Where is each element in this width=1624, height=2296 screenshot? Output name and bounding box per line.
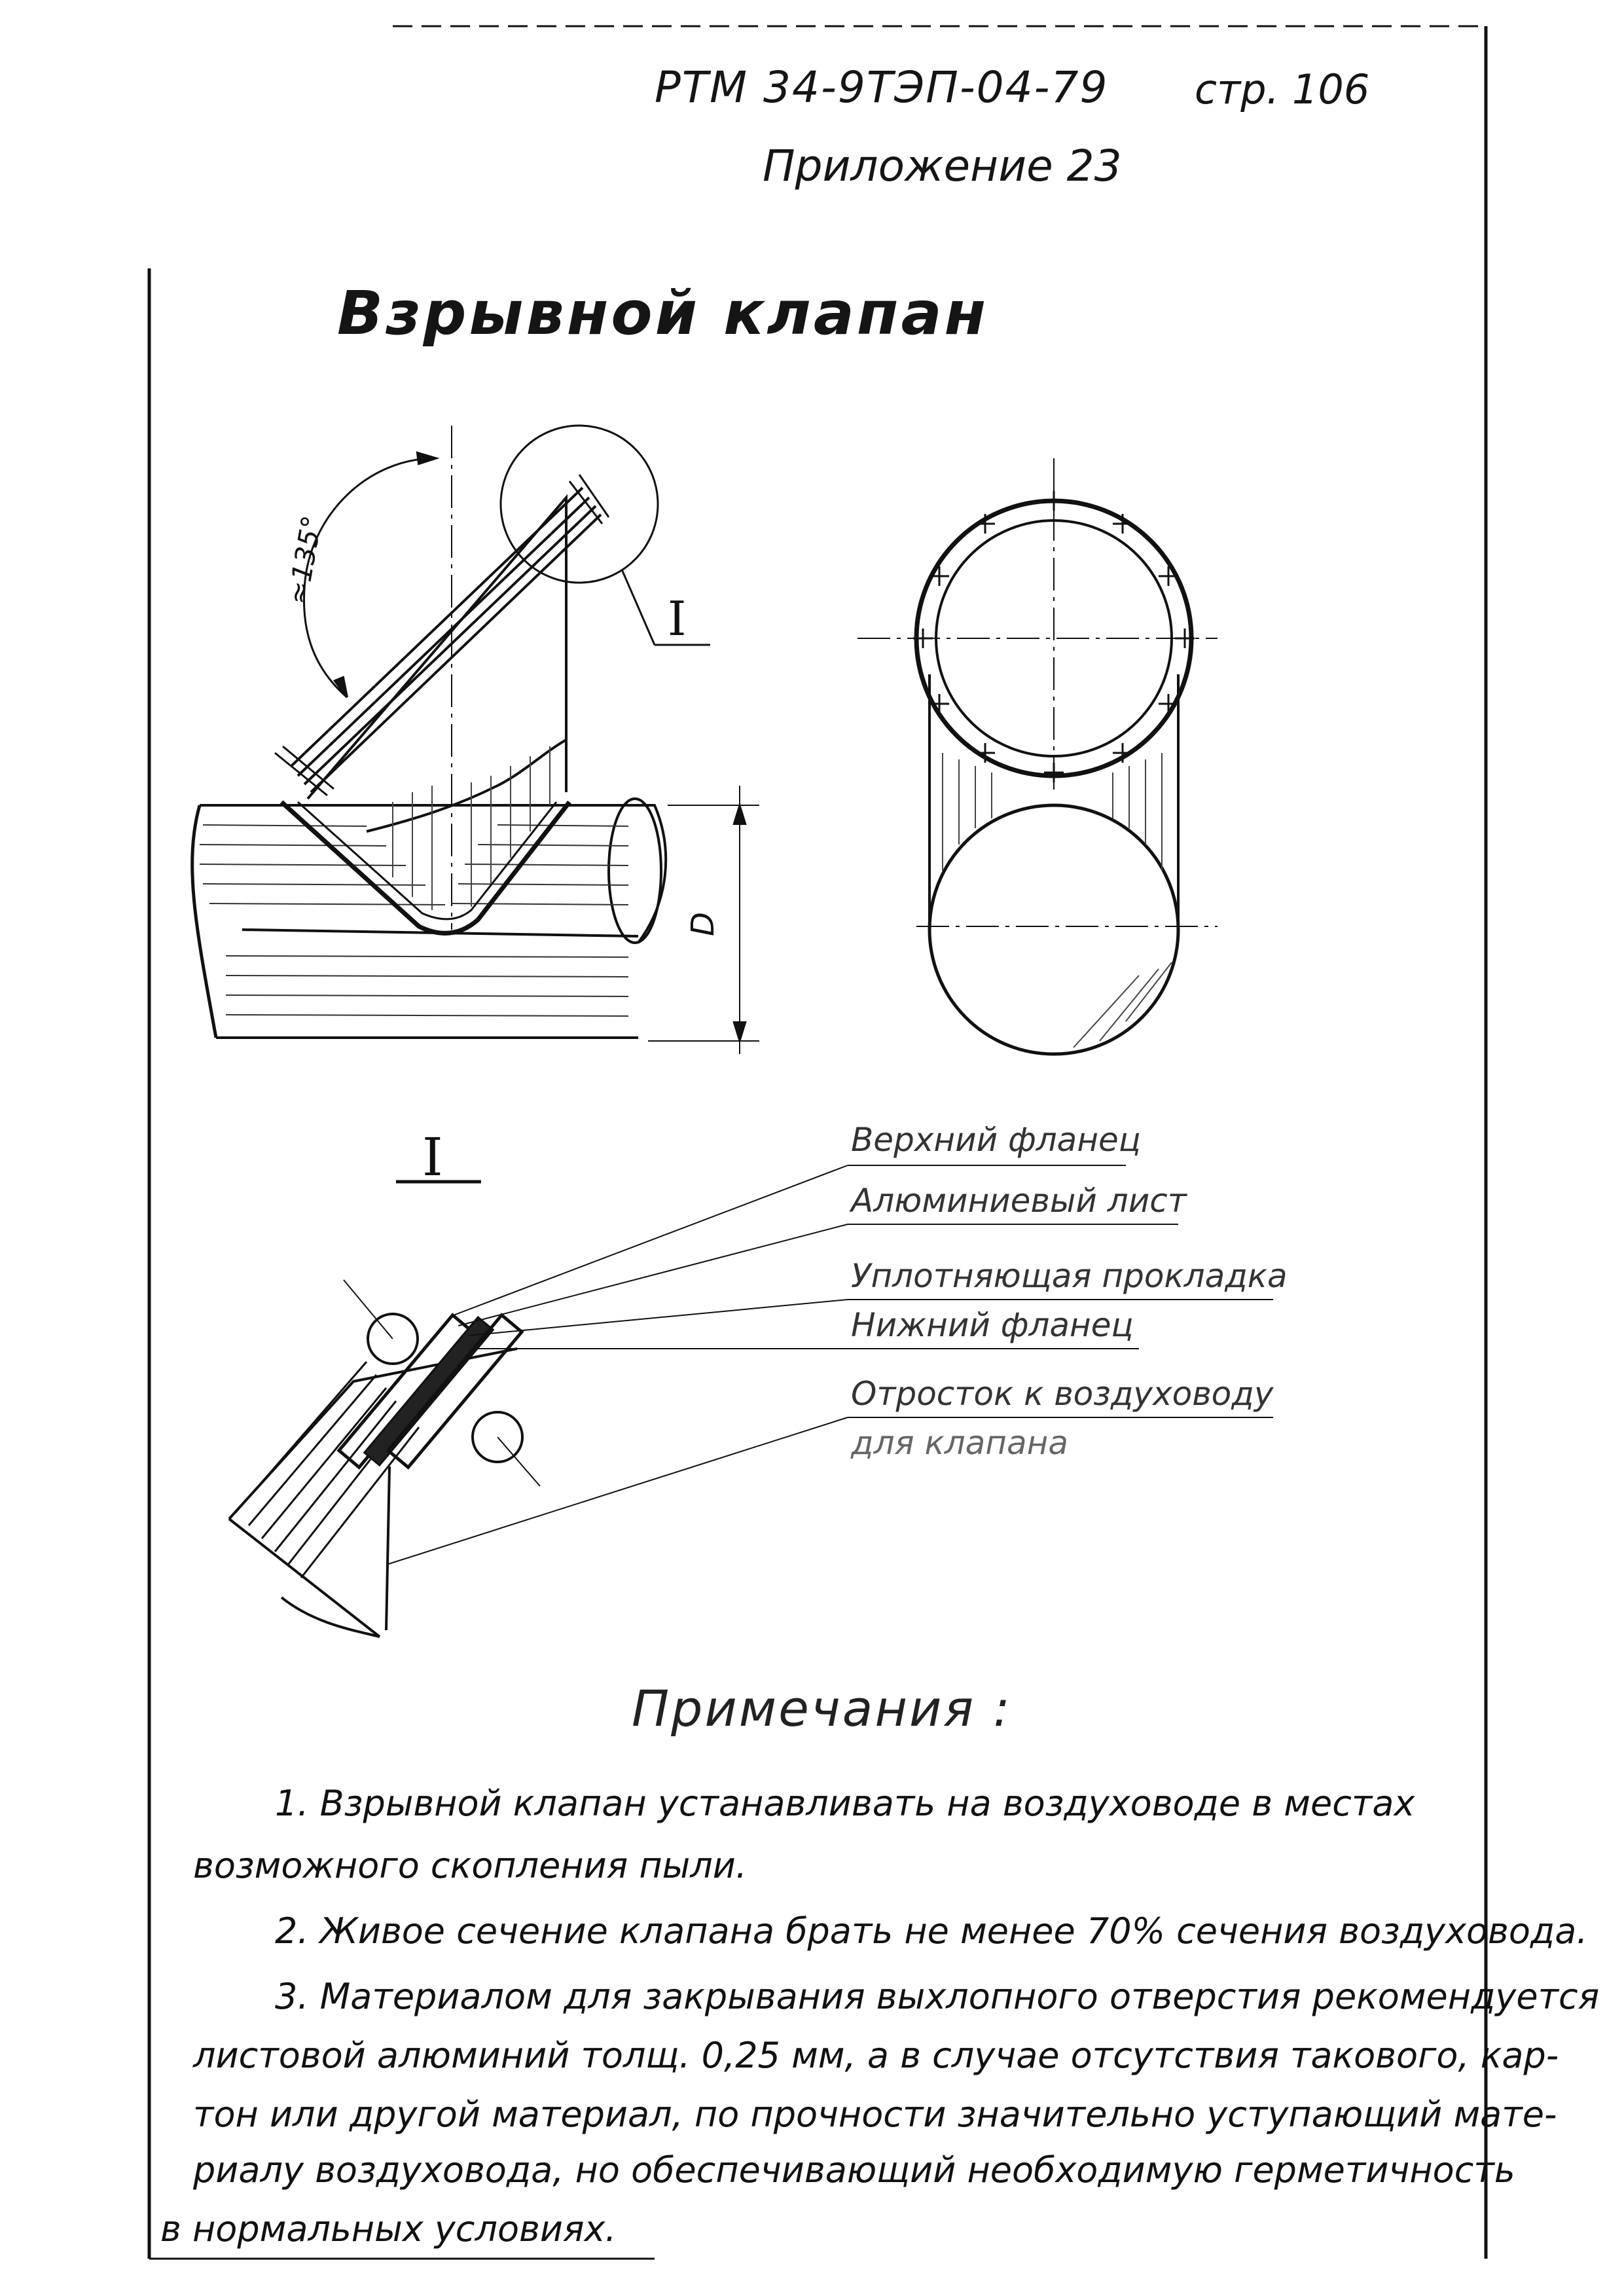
callout-branch-pipe-2: для клапана [851, 1424, 1068, 1462]
page-frame [147, 25, 1488, 2260]
note-line-1: 1. Взрывной клапан устанавливать на возд… [275, 1783, 1415, 1824]
callout-aluminum-sheet: Алюминиевый лист [851, 1182, 1187, 1220]
appendix-label: Приложение 23 [763, 141, 1122, 191]
detail-heading: I [422, 1127, 443, 1188]
angle-label: ≈135° [281, 513, 329, 607]
note-line-3: 2. Живое сечение клапана брать не менее … [275, 1910, 1588, 1952]
callout-branch-pipe: Отросток к воздуховоду [851, 1375, 1274, 1413]
note-line-6: тон или другой материал, по прочности зн… [193, 2094, 1557, 2135]
callout-sealing-gasket: Уплотняющая прокладка [851, 1257, 1288, 1295]
bolt-marks [913, 491, 1195, 782]
end-view [857, 458, 1218, 1056]
note-line-5: листовой алюминий толщ. 0,25 мм, а в слу… [193, 2035, 1559, 2076]
callout-lower-flange: Нижний фланец [851, 1306, 1134, 1344]
note-line-7: риалу воздуховода, но обеспечивающий нео… [193, 2149, 1515, 2191]
detail-view [228, 1165, 1273, 1638]
callout-upper-flange: Верхний фланец [851, 1121, 1141, 1159]
note-line-2: возможного скопления пыли. [193, 1845, 748, 1886]
note-line-8: в нормальных условиях. [160, 2208, 617, 2250]
note-line-4: 3. Материалом для закрывания выхлопного … [275, 1976, 1600, 2017]
diameter-label: D [685, 912, 721, 936]
document-code: РТМ 34-9ТЭП-04-79 [655, 62, 1109, 113]
side-view [190, 424, 759, 1054]
detail-mark: I [668, 591, 686, 646]
page-title: Взрывной клапан [337, 278, 989, 348]
page-number: стр. 106 [1195, 65, 1370, 113]
notes-heading: Примечания : [632, 1679, 1012, 1738]
